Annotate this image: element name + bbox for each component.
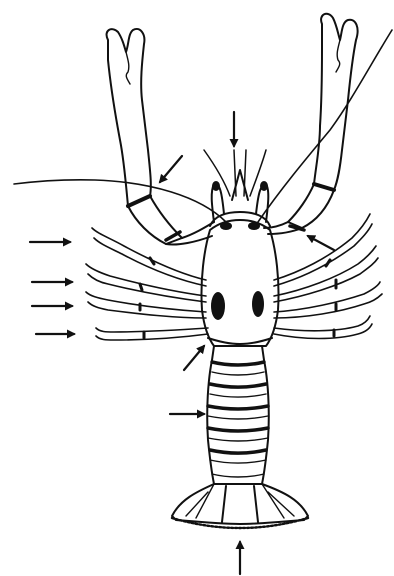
left-chela-gap — [126, 52, 130, 84]
right-leg-4 — [274, 316, 372, 339]
left-antenna — [14, 180, 226, 222]
right-claw-joint-band — [314, 184, 334, 190]
right-antenna — [258, 30, 392, 222]
left-leg-joints — [140, 258, 154, 338]
right-eye — [260, 181, 268, 191]
arrow-right-claw-carpus — [308, 236, 334, 250]
antennae — [14, 30, 392, 222]
abdomen — [207, 346, 269, 484]
walking-legs — [86, 214, 382, 340]
tail-fan-outline — [172, 484, 308, 524]
arrow-left-claw-carpus — [160, 156, 182, 182]
telson — [222, 486, 258, 522]
right-chela-gap — [336, 40, 340, 72]
left-claw-joint-band — [128, 196, 150, 206]
right-arm-band — [290, 226, 304, 230]
right-chela — [314, 14, 358, 190]
left-chela — [107, 29, 151, 206]
left-claw — [107, 29, 214, 245]
left-leg-3 — [86, 292, 206, 318]
left-gill-mark — [211, 292, 225, 320]
cervical-groove — [208, 338, 272, 344]
right-arm — [288, 184, 334, 228]
left-leg-2 — [86, 264, 206, 302]
left-eye — [212, 181, 220, 191]
carapace-outline — [201, 220, 278, 346]
carapace — [201, 220, 278, 346]
right-leg-joints — [326, 260, 336, 336]
right-gill-mark — [252, 291, 264, 317]
left-leg-4 — [96, 328, 208, 340]
arrow-cervical-groove — [184, 346, 204, 370]
right-claw — [264, 14, 358, 234]
tail-fan — [172, 484, 308, 528]
